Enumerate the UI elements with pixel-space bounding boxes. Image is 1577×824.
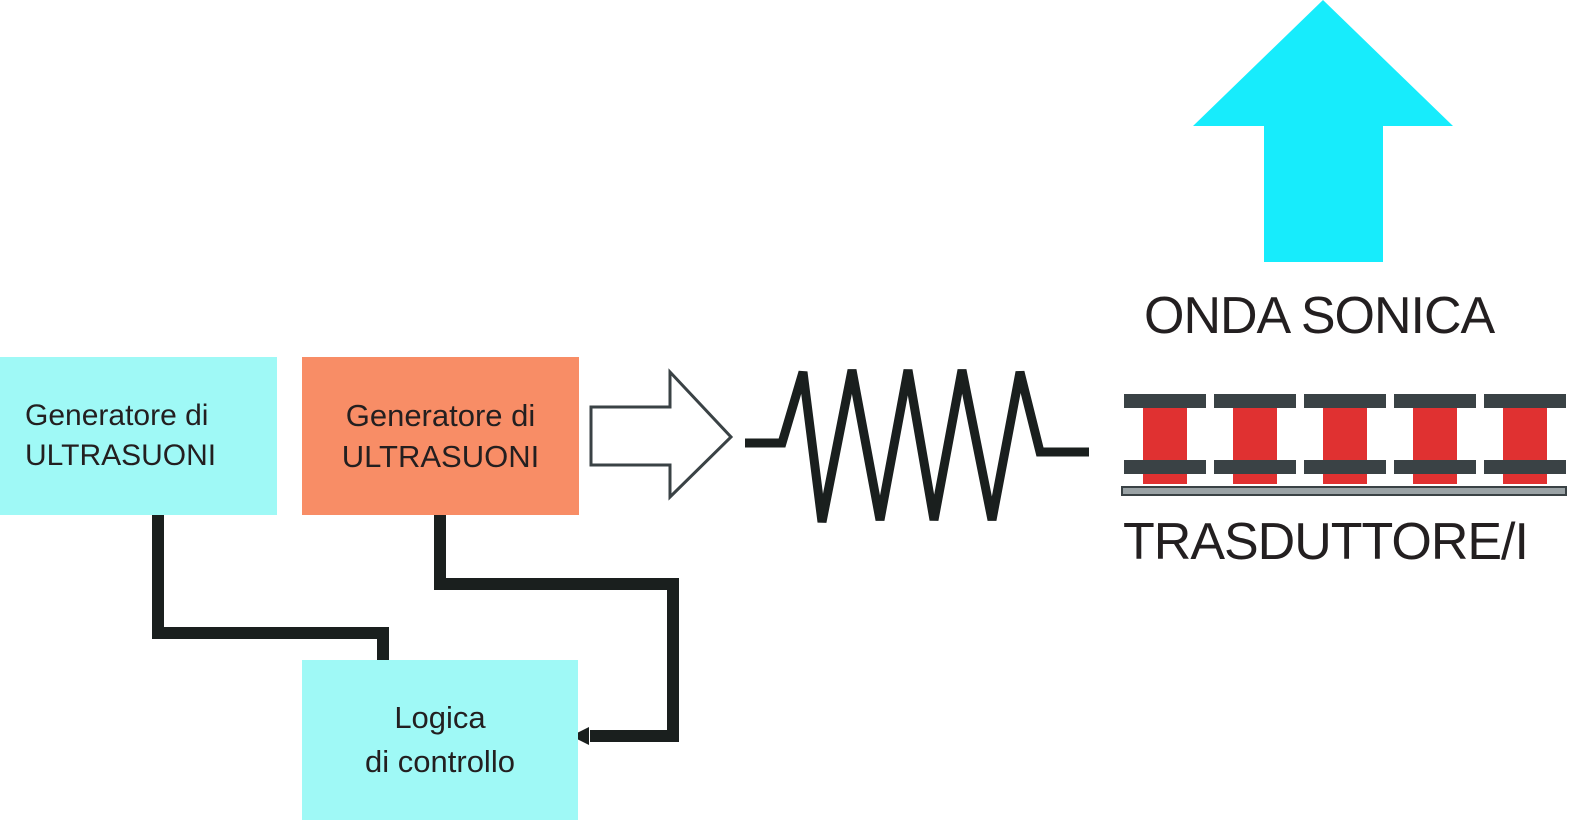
ultrasound-generator-box-left: Generatore di ULTRASUONI — [0, 357, 277, 515]
line-generator-to-logic — [434, 515, 679, 742]
transducer-label: TRASDUTTORE/I — [1123, 513, 1529, 571]
zigzag-wave-icon — [745, 369, 1089, 523]
box-label-line1: Generatore di — [345, 398, 536, 433]
ultrasound-generator-box-right: Generatore di ULTRASUONI — [302, 357, 579, 515]
sonic-wave-up-arrow-icon — [1193, 0, 1453, 262]
box-label-line2: ULTRASUONI — [25, 439, 217, 472]
transducer-array-icon — [1121, 394, 1567, 496]
box-label-line1: Generatore di — [25, 399, 209, 432]
feedback-line-to-generator — [152, 418, 389, 660]
box-label-line2: di controllo — [365, 744, 515, 779]
box-label-line1: Logica — [394, 700, 486, 735]
box-label-line2: ULTRASUONI — [341, 439, 540, 474]
sonic-wave-label: ONDA SONICA — [1144, 287, 1495, 345]
arrowhead-left-icon — [571, 727, 589, 745]
hollow-arrow-icon — [589, 368, 734, 501]
control-logic-box: Logica di controllo — [302, 660, 578, 820]
